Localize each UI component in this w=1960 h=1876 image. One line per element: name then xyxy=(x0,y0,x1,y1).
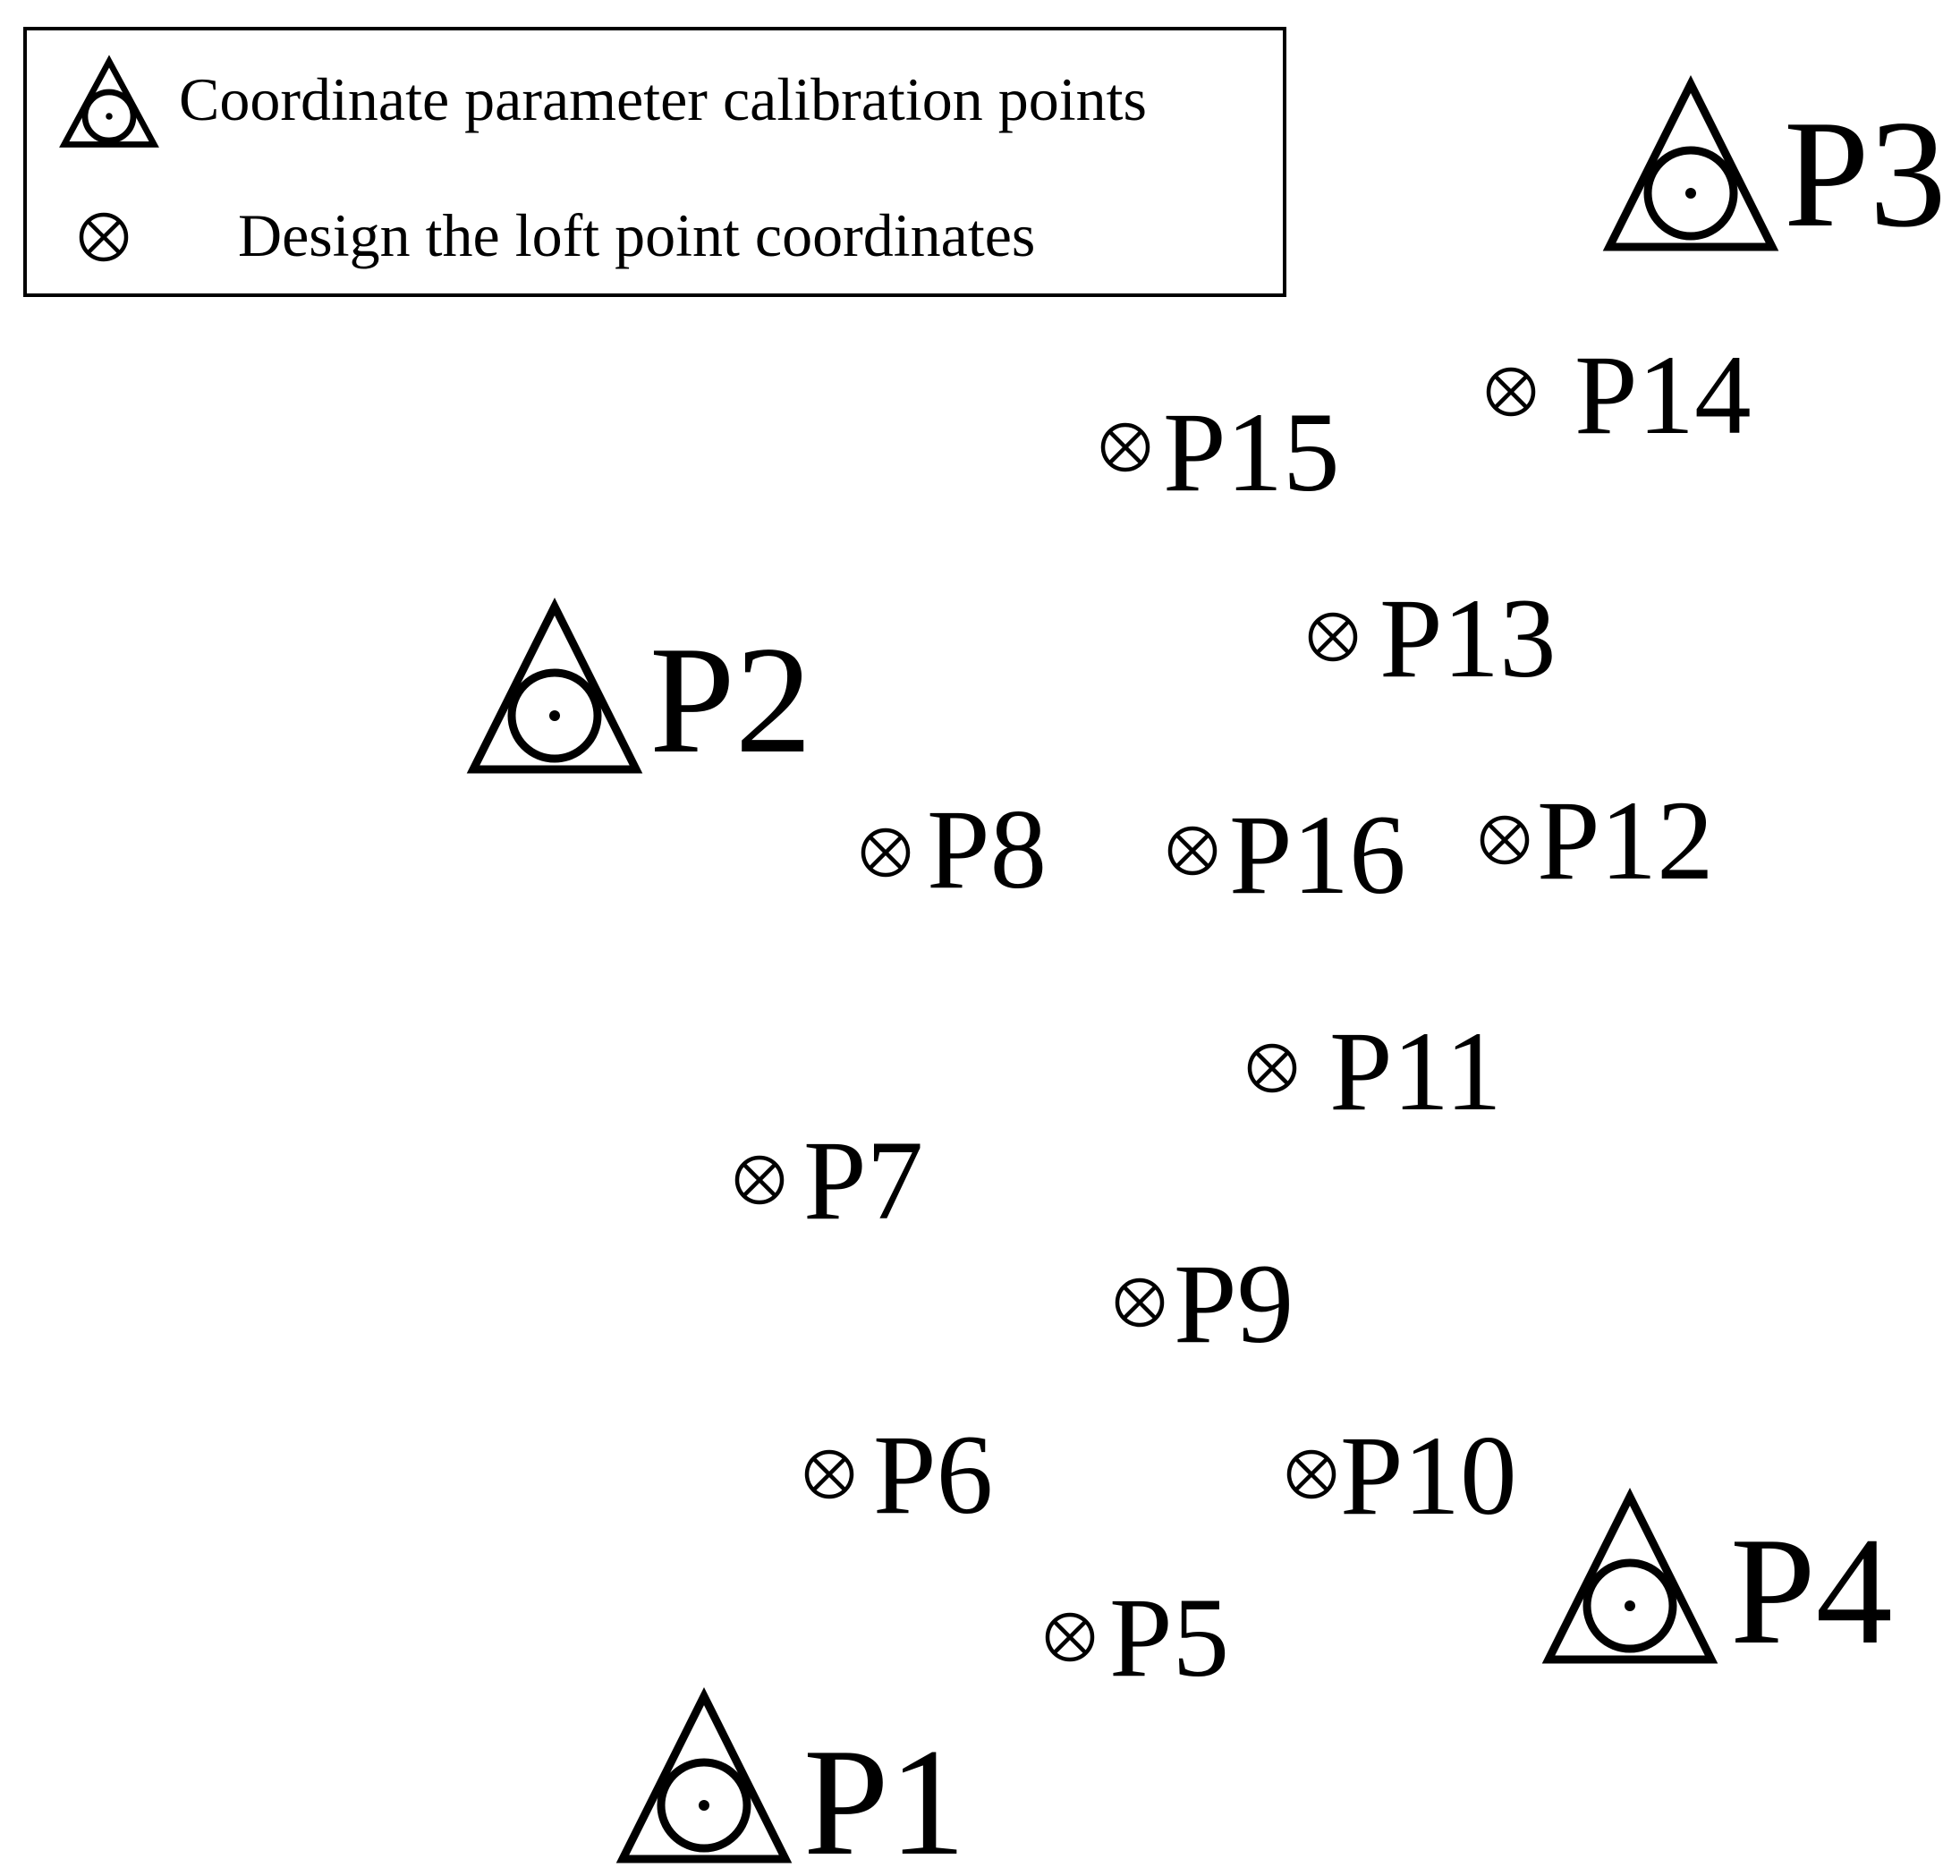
triangle-circle-dot-icon xyxy=(1541,1487,1718,1664)
loft-point-label: P14 xyxy=(1574,333,1752,458)
circle-cross-icon xyxy=(1115,1278,1165,1328)
loft-point-label: P16 xyxy=(1229,793,1406,918)
legend-frame xyxy=(23,27,1286,297)
loft-point-p7: P7 xyxy=(734,1118,923,1244)
circle-cross-icon xyxy=(734,1155,785,1205)
calibration-point-label: P4 xyxy=(1730,1507,1893,1677)
circle-cross-icon xyxy=(1480,815,1530,865)
loft-point-p11: P11 xyxy=(1247,1009,1502,1134)
circle-cross-icon xyxy=(1045,1612,1095,1662)
circle-cross-icon xyxy=(1308,612,1358,662)
circle-cross-icon xyxy=(1100,422,1150,472)
triangle-circle-dot-icon xyxy=(615,1686,793,1863)
loft-point-p14: P14 xyxy=(1486,333,1752,458)
circle-cross-icon xyxy=(1247,1043,1297,1093)
calibration-point-p1: P1 xyxy=(615,1686,966,1876)
loft-point-label: P9 xyxy=(1174,1242,1294,1367)
loft-point-label: P15 xyxy=(1163,390,1340,515)
calibration-point-label: P3 xyxy=(1784,89,1947,259)
calibration-point-p3: P3 xyxy=(1602,74,1947,259)
circle-cross-icon xyxy=(1167,826,1218,876)
loft-point-label: P12 xyxy=(1537,778,1714,904)
loft-point-p16: P16 xyxy=(1167,793,1406,918)
circle-cross-icon xyxy=(1486,367,1536,417)
circle-cross-icon xyxy=(1286,1449,1336,1499)
loft-point-label: P8 xyxy=(927,787,1047,913)
loft-point-label: P13 xyxy=(1379,576,1557,701)
loft-point-label: P7 xyxy=(803,1118,923,1244)
legend-calibration-icon xyxy=(59,55,159,148)
loft-point-label: P6 xyxy=(873,1413,993,1538)
loft-point-p9: P9 xyxy=(1115,1242,1294,1367)
circle-cross-icon xyxy=(861,828,911,878)
loft-point-p15: P15 xyxy=(1100,390,1340,515)
calibration-point-p2: P2 xyxy=(466,597,812,785)
triangle-circle-dot-icon xyxy=(1602,74,1779,251)
loft-point-p10: P10 xyxy=(1286,1413,1517,1539)
loft-point-p13: P13 xyxy=(1308,576,1557,701)
loft-point-p6: P6 xyxy=(804,1413,993,1538)
legend-loft-label: Design the loft point coordinates xyxy=(238,201,1035,269)
legend-calibration-label: Coordinate parameter calibration points xyxy=(179,65,1147,133)
loft-point-label: P5 xyxy=(1109,1575,1229,1701)
calibration-point-label: P2 xyxy=(649,615,812,785)
loft-point-label: P11 xyxy=(1329,1009,1502,1134)
loft-point-p8: P8 xyxy=(861,787,1047,913)
calibration-point-p4: P4 xyxy=(1541,1487,1893,1677)
loft-point-label: P10 xyxy=(1340,1413,1517,1539)
circle-cross-icon xyxy=(804,1449,854,1499)
loft-point-p5: P5 xyxy=(1045,1575,1229,1701)
calibration-point-label: P1 xyxy=(803,1718,966,1876)
triangle-circle-dot-icon xyxy=(466,597,643,774)
legend-loft-icon xyxy=(79,212,129,262)
legend: Coordinate parameter calibration points … xyxy=(23,27,1286,297)
loft-point-p12: P12 xyxy=(1480,778,1714,904)
